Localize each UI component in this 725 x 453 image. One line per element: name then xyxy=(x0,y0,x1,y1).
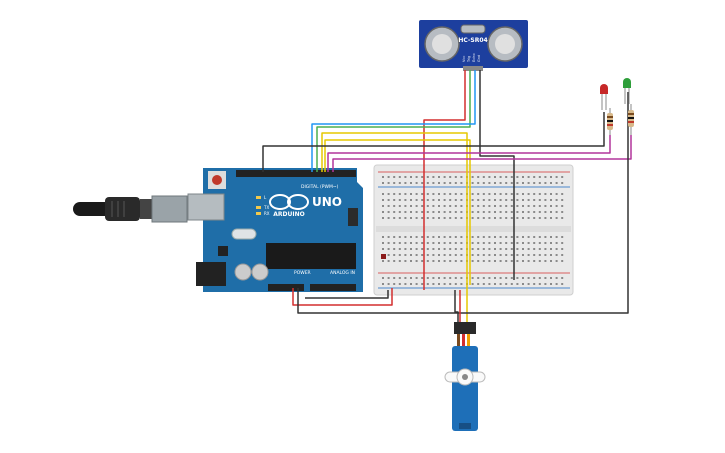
pin-label-gnd: Gnd xyxy=(477,55,481,62)
wire-breadboard-gnd[interactable] xyxy=(305,290,389,299)
crystal xyxy=(231,228,257,240)
atmega-chip xyxy=(266,243,356,269)
wire-sensor-gnd[interactable] xyxy=(479,70,515,280)
l-label: L xyxy=(264,195,267,200)
wire-sensor-trig[interactable] xyxy=(316,70,471,172)
wire-sensor-vcc[interactable] xyxy=(423,70,466,290)
wire-servo-signal-2[interactable] xyxy=(324,139,471,285)
pin-label-vcc: Vcc xyxy=(462,56,466,62)
resistor-red-led[interactable] xyxy=(607,108,613,135)
sensor-model-label: HC-SR04 xyxy=(458,37,487,44)
sensor-pin-labels: Vcc Trig Echo Gnd xyxy=(462,54,481,64)
arduino-logo xyxy=(269,194,309,210)
usb-port xyxy=(187,193,225,221)
pin-label-trig: Trig xyxy=(467,56,471,63)
wire-sensor-echo[interactable] xyxy=(311,70,476,172)
capacitor xyxy=(251,263,269,281)
wire-led-green[interactable] xyxy=(332,135,632,172)
onboard-led-l xyxy=(256,196,261,199)
led-green-body xyxy=(623,78,631,88)
power-header xyxy=(268,284,304,291)
breadboard-holes xyxy=(382,176,564,285)
wire-led-red[interactable] xyxy=(327,135,611,172)
ultrasonic-sensor[interactable]: HC-SR04 Vcc Trig Echo Gnd xyxy=(419,20,528,71)
model-label: UNO xyxy=(312,195,342,209)
power-header-label: POWER xyxy=(294,270,311,276)
wire-ground-top[interactable] xyxy=(262,112,605,172)
analog-header xyxy=(310,284,356,291)
wire-arduino-gnd[interactable] xyxy=(297,92,629,314)
tx-label: TX xyxy=(263,205,269,210)
power-jack xyxy=(196,262,226,286)
digital-header-label: DIGITAL (PWM~) xyxy=(301,184,339,190)
led-green[interactable] xyxy=(623,78,631,104)
wires xyxy=(262,70,632,322)
capacitor xyxy=(234,263,252,281)
digital-header xyxy=(236,170,356,177)
usb-cable xyxy=(73,195,188,223)
analog-header-label: ANALOG IN xyxy=(330,270,355,276)
servo-connector xyxy=(454,322,476,334)
servo-body xyxy=(452,346,478,431)
breadboard-component xyxy=(381,254,386,259)
brand-label: ARDUINO xyxy=(273,211,304,218)
breadboard[interactable] xyxy=(373,164,574,296)
led-red-body xyxy=(600,84,608,94)
pin-label-echo: Echo xyxy=(472,54,476,63)
wire-servo-ground[interactable] xyxy=(454,290,459,322)
arduino-uno-board[interactable]: ARDUINO UNO DIGITAL (PWM~) POWER ANALOG … xyxy=(187,168,363,292)
servo-motor[interactable] xyxy=(444,322,486,431)
rx-label: RX xyxy=(264,211,270,216)
wire-arduino-5v[interactable] xyxy=(292,288,393,306)
led-red[interactable] xyxy=(600,84,608,110)
resistor-green-led[interactable] xyxy=(628,104,634,135)
